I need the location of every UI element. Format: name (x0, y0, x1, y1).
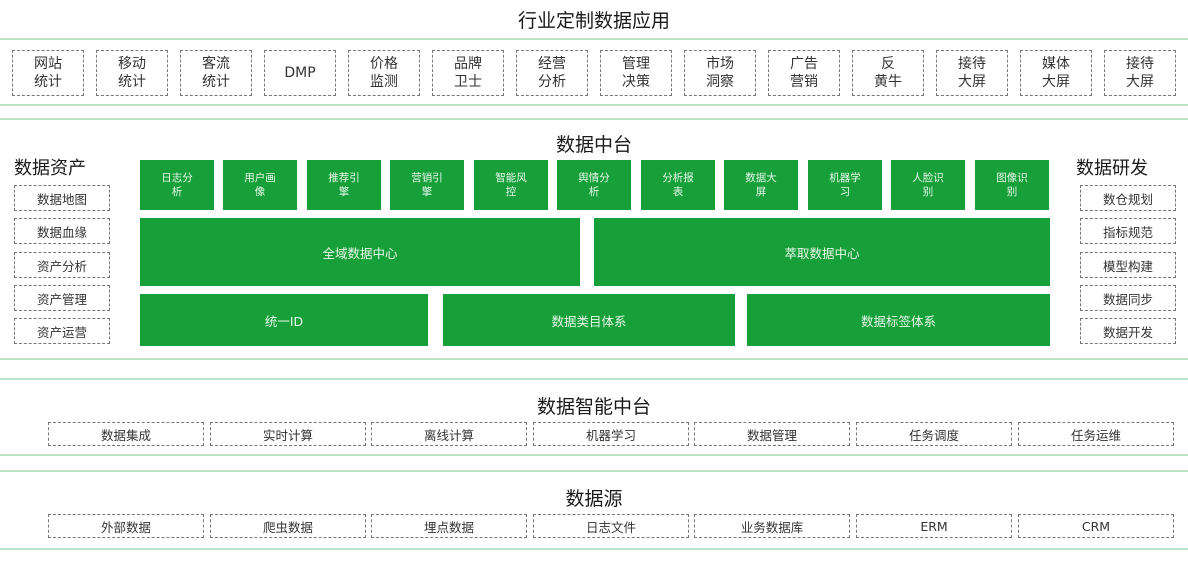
source-item[interactable]: 埋点数据 (371, 514, 527, 538)
capability-block[interactable]: 分析报 表 (641, 160, 715, 210)
extract-data-center[interactable]: 萃取数据中心 (594, 218, 1050, 286)
app-box[interactable]: 市场 洞察 (684, 50, 756, 96)
capability-block[interactable]: 机器学 习 (808, 160, 882, 210)
research-item[interactable]: 指标规范 (1080, 218, 1176, 244)
app-box[interactable]: 移动 统计 (96, 50, 168, 96)
source-item[interactable]: 外部数据 (48, 514, 204, 538)
asset-item[interactable]: 资产分析 (14, 252, 110, 278)
app-box[interactable]: 管理 决策 (600, 50, 672, 96)
source-section-title: 数据源 (565, 488, 623, 510)
research-item[interactable]: 数据同步 (1080, 285, 1176, 311)
divider (0, 118, 1188, 120)
global-data-center[interactable]: 全域数据中心 (140, 218, 580, 286)
divider (0, 454, 1188, 456)
divider (0, 358, 1188, 360)
capability-block[interactable]: 数据大 屏 (724, 160, 798, 210)
app-box[interactable]: DMP (264, 50, 336, 96)
research-item[interactable]: 数仓规划 (1080, 185, 1176, 211)
data-category-block[interactable]: 数据类目体系 (443, 294, 735, 346)
app-box[interactable]: 接待 大屏 (1104, 50, 1176, 96)
research-item[interactable]: 数据开发 (1080, 318, 1176, 344)
app-box[interactable]: 广告 营销 (768, 50, 840, 96)
smart-item[interactable]: 机器学习 (533, 422, 689, 446)
smart-item[interactable]: 实时计算 (210, 422, 366, 446)
divider (0, 470, 1188, 472)
app-box[interactable]: 反 黄牛 (852, 50, 924, 96)
app-box[interactable]: 媒体 大屏 (1020, 50, 1092, 96)
divider (0, 38, 1188, 40)
capability-block[interactable]: 图像识 别 (975, 160, 1049, 210)
app-box[interactable]: 价格 监测 (348, 50, 420, 96)
apps-row: 网站 统计 移动 统计 客流 统计 DMP 价格 监测 品牌 卫士 经营 分析 … (12, 44, 1176, 100)
capability-block[interactable]: 日志分 析 (140, 160, 214, 210)
divider (0, 104, 1188, 106)
research-item[interactable]: 模型构建 (1080, 252, 1176, 278)
capability-block[interactable]: 智能风 控 (474, 160, 548, 210)
research-title: 数据研发 (1076, 158, 1148, 179)
assets-title: 数据资产 (14, 158, 86, 179)
data-tag-block[interactable]: 数据标签体系 (747, 294, 1050, 346)
divider (0, 378, 1188, 380)
capability-block[interactable]: 用户画 像 (223, 160, 297, 210)
smart-item[interactable]: 数据集成 (48, 422, 204, 446)
source-item[interactable]: 爬虫数据 (210, 514, 366, 538)
app-box[interactable]: 经营 分析 (516, 50, 588, 96)
app-box[interactable]: 接待 大屏 (936, 50, 1008, 96)
app-box[interactable]: 网站 统计 (12, 50, 84, 96)
source-item[interactable]: 业务数据库 (694, 514, 850, 538)
source-item[interactable]: 日志文件 (533, 514, 689, 538)
smart-item[interactable]: 任务调度 (856, 422, 1012, 446)
smart-item[interactable]: 离线计算 (371, 422, 527, 446)
asset-item[interactable]: 资产运营 (14, 318, 110, 344)
asset-item[interactable]: 资产管理 (14, 285, 110, 311)
asset-item[interactable]: 数据地图 (14, 185, 110, 211)
capability-block[interactable]: 舆情分 析 (557, 160, 631, 210)
capability-block[interactable]: 推荐引 擎 (307, 160, 381, 210)
middle-section-title: 数据中台 (555, 134, 632, 156)
capability-block[interactable]: 营销引 擎 (390, 160, 464, 210)
unified-id-block[interactable]: 统一ID (140, 294, 428, 346)
source-item[interactable]: ERM (856, 514, 1012, 538)
app-box[interactable]: 品牌 卫士 (432, 50, 504, 96)
asset-item[interactable]: 数据血缘 (14, 218, 110, 244)
capability-block[interactable]: 人脸识 别 (891, 160, 965, 210)
apps-section-title: 行业定制数据应用 (517, 10, 670, 32)
source-item[interactable]: CRM (1018, 514, 1174, 538)
divider (0, 548, 1188, 550)
smart-item[interactable]: 任务运维 (1018, 422, 1174, 446)
smart-section-title: 数据智能中台 (536, 396, 651, 418)
app-box[interactable]: 客流 统计 (180, 50, 252, 96)
smart-item[interactable]: 数据管理 (694, 422, 850, 446)
